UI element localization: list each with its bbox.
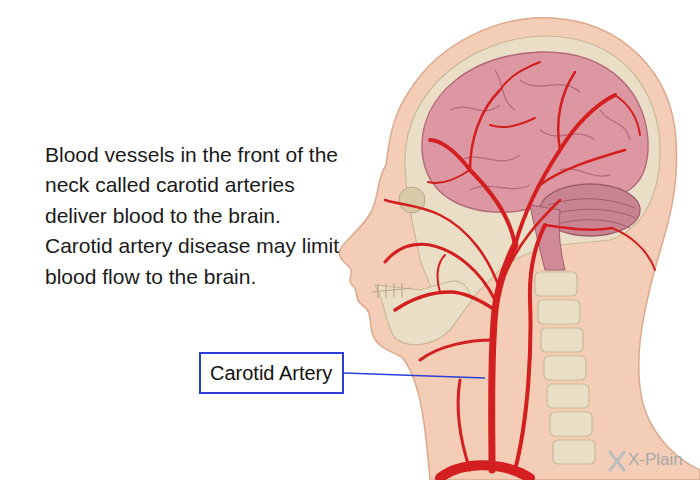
label-box: Carotid Artery	[199, 352, 344, 394]
cervical-spine	[535, 272, 595, 464]
watermark-icon	[610, 452, 624, 470]
head-skin	[339, 18, 700, 480]
label-text: Carotid Artery	[210, 361, 333, 385]
description-text: Blood vessels in the front of the neck c…	[45, 140, 350, 292]
arteries	[385, 62, 655, 478]
watermark: X-Plain	[628, 450, 683, 470]
cerebellum-lines	[548, 199, 636, 228]
teeth	[372, 283, 412, 298]
brainstem	[530, 205, 565, 270]
leader-line	[344, 373, 485, 378]
brain-folds	[450, 70, 630, 190]
